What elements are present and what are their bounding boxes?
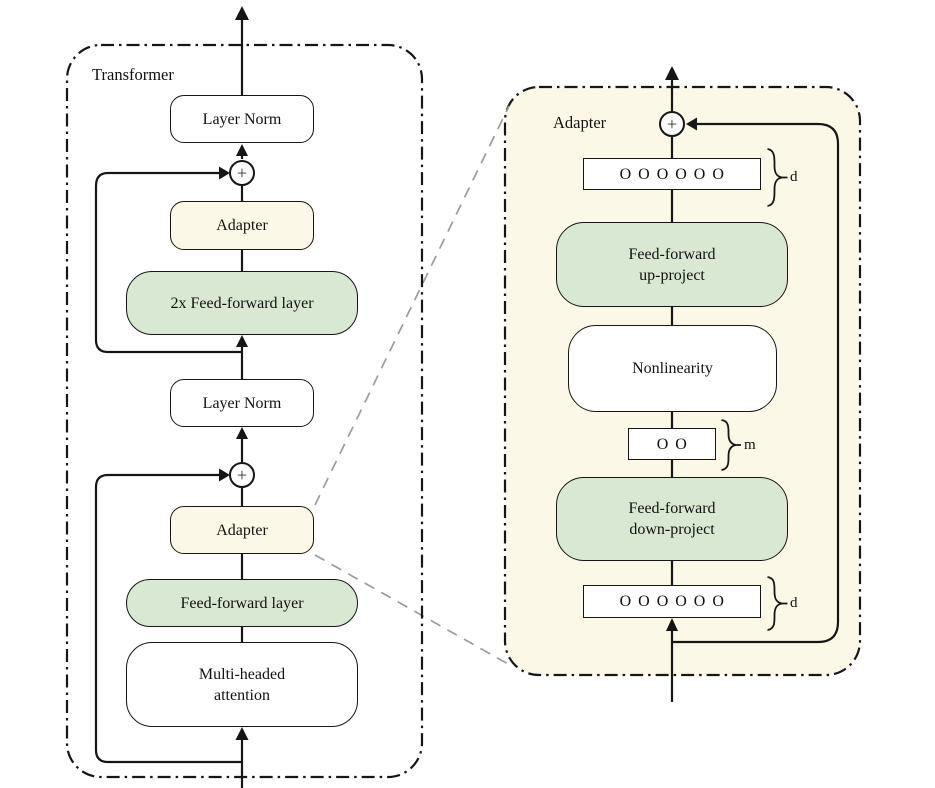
arrowhead-skip-bottom	[219, 468, 230, 482]
dimension-d-top-label: d	[790, 169, 798, 185]
arrowhead-into-ff2x	[236, 335, 248, 347]
arrowhead-into-layernorm-top	[236, 144, 248, 156]
multi-headed-attention-label-line2: attention	[214, 686, 270, 704]
arrowhead-output	[235, 6, 249, 20]
adapter-bottom-label: Adapter	[216, 521, 268, 539]
adapter-bottom-box: Adapter	[170, 506, 314, 554]
adapter-top-label: Adapter	[216, 217, 268, 234]
feed-forward-down-label-line1: Feed-forward	[628, 500, 716, 517]
transformer-connectors	[94, 19, 244, 788]
bottleneck-vector-box: O O	[628, 428, 716, 460]
adapter-top-box: Adapter	[170, 201, 314, 250]
feed-forward-up-label-line1: Feed-forward	[628, 245, 716, 263]
feed-forward-down-label-line2: down-project	[629, 521, 715, 538]
brace-d-bottom	[767, 576, 788, 631]
nonlinearity-box: Nonlinearity	[568, 325, 777, 412]
adapter-panel-label: Adapter	[553, 113, 607, 132]
arrowhead-adapter-skip	[686, 117, 697, 131]
transformer-arrowheads	[219, 6, 249, 740]
dimension-braces	[721, 148, 788, 631]
layer-norm-bottom-box: Layer Norm	[170, 379, 314, 427]
layer-norm-bottom-label: Layer Norm	[202, 394, 282, 412]
transformer-panel-border	[65, 43, 424, 779]
arrowhead-into-vector-bottom	[666, 618, 678, 631]
feed-forward-2x-label: 2x Feed-forward layer	[170, 294, 314, 312]
feature-vector-bottom-box: O O O O O O	[583, 585, 761, 618]
transformer-panel-label: Transformer	[92, 65, 174, 84]
layer-norm-top-box: Layer Norm	[170, 95, 314, 143]
feed-forward-2x-box: 2x Feed-forward layer	[126, 271, 358, 335]
adapter-connectors	[670, 80, 840, 702]
plus-glyph: +	[236, 465, 248, 485]
multi-headed-attention-box: Multi-headed attention	[126, 642, 358, 727]
feature-vector-top-box: O O O O O O	[583, 158, 761, 190]
residual-skip-bottom	[94, 473, 242, 764]
adapter-arrowheads	[665, 66, 697, 631]
plus-glyph: +	[666, 114, 678, 134]
arrowhead-into-layernorm-bottom	[236, 427, 248, 439]
nonlinearity-label: Nonlinearity	[632, 360, 713, 377]
feature-vector-top-units: O O O O O O	[619, 165, 725, 183]
multi-headed-attention-label-line1: Multi-headed	[198, 665, 286, 683]
feature-vector-bottom-units: O O O O O O	[619, 593, 725, 610]
feed-forward-up-label-line2: up-project	[639, 266, 705, 284]
arrowhead-into-mha	[235, 727, 249, 740]
arrowhead-skip-top	[219, 166, 230, 180]
zoom-guide-lines	[314, 105, 510, 665]
add-icon-top: +	[229, 160, 255, 186]
residual-skip-top	[94, 171, 242, 354]
feed-forward-box: Feed-forward layer	[126, 579, 358, 627]
feed-forward-label: Feed-forward layer	[180, 594, 304, 612]
zoom-guide-top	[314, 105, 510, 506]
dimension-m-label: m	[744, 437, 756, 453]
arrowhead-adapter-output	[665, 66, 679, 80]
layer-norm-top-label: Layer Norm	[202, 110, 282, 128]
plus-glyph: +	[236, 163, 248, 183]
feed-forward-up-project-box: Feed-forward up-project	[556, 222, 788, 307]
bottleneck-vector-units: O O	[656, 435, 688, 453]
add-icon-bottom: +	[229, 462, 255, 488]
add-icon-adapter: +	[659, 111, 685, 137]
feed-forward-down-project-box: Feed-forward down-project	[556, 477, 788, 561]
brace-m	[721, 419, 741, 471]
brace-d-top	[767, 148, 788, 207]
adapter-skip-connection	[672, 122, 840, 644]
dimension-d-bottom-label: d	[790, 595, 798, 611]
